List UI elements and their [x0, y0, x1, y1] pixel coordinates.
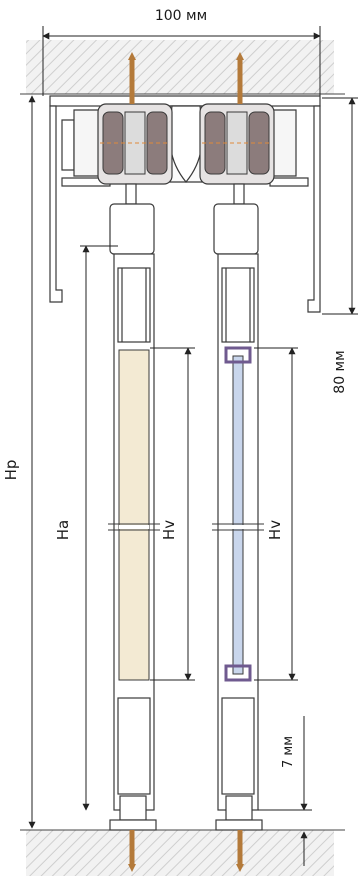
dimension-ha: [80, 245, 118, 811]
bottom-guides: [109, 795, 263, 831]
screw-icon: [236, 52, 244, 104]
ha-label: Ha: [54, 520, 72, 540]
hv-right-label: Hv: [266, 520, 284, 540]
dimension-bottom-gap: [258, 716, 312, 866]
left-carriage: [97, 103, 173, 185]
right-seal-bottom: [224, 664, 252, 682]
screw-icon: [128, 830, 136, 872]
hp-label: Hp: [2, 460, 20, 481]
right-seal-top: [224, 346, 252, 364]
floor-hatch: [26, 830, 334, 876]
dimension-hv-left: [150, 347, 195, 681]
screw-icon: [128, 52, 136, 104]
width-label: 100 мм: [155, 8, 207, 24]
screw-icon: [236, 830, 244, 872]
bottom-gap-label: 7 мм: [281, 736, 296, 768]
hv-left-label: Hv: [160, 520, 178, 540]
break-marks: [108, 523, 264, 531]
right-panel: [232, 355, 244, 675]
ceiling-hatch: [26, 40, 334, 94]
dimension-rail-height: [322, 97, 358, 315]
top-rail-profile: [49, 95, 321, 313]
rail-height-label: 80 мм: [332, 350, 348, 393]
dimension-width-top: [42, 26, 321, 96]
hanger-stems: [109, 183, 259, 255]
right-carriage: [199, 103, 275, 185]
left-panel: [118, 349, 150, 681]
dimension-hv-right: [254, 347, 298, 681]
